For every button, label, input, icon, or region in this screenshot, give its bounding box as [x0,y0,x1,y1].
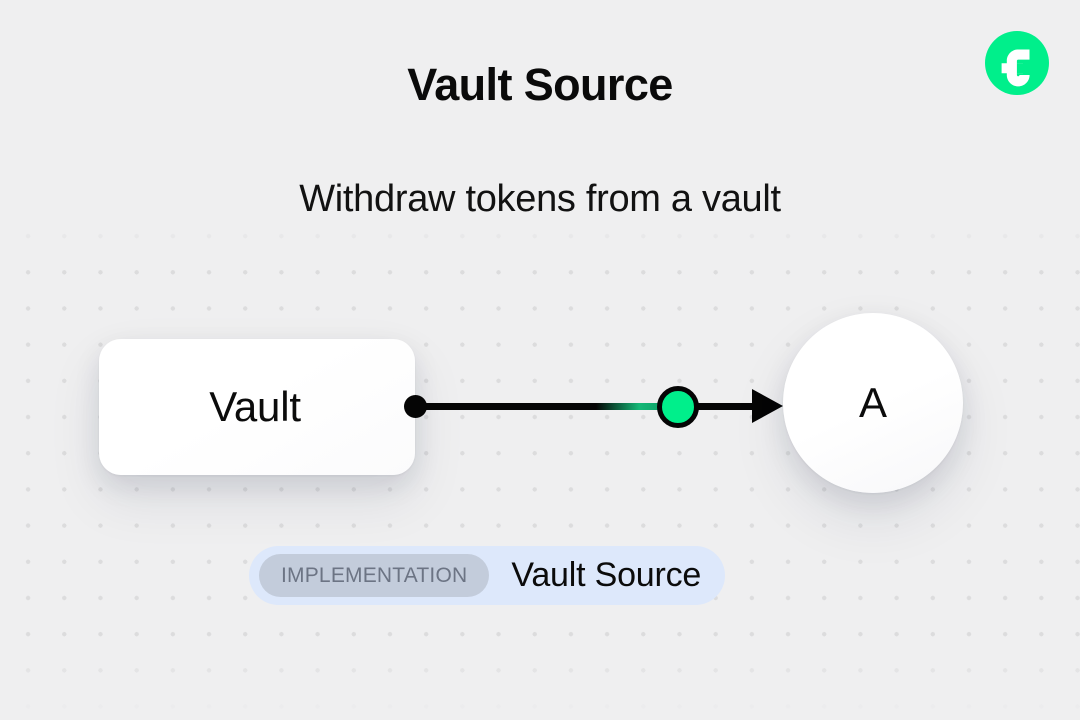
edge-midpoint-dot[interactable] [657,386,699,428]
implementation-tag: IMPLEMENTATION [259,554,490,597]
node-vault[interactable]: Vault [99,339,415,475]
edge-arrowhead-icon [752,389,783,423]
node-vault-label: Vault [209,383,301,430]
flow-logo-icon [985,31,1049,95]
edge-line-highlight [596,403,668,410]
node-a[interactable]: A [783,313,963,493]
page-title: Vault Source [407,59,673,110]
implementation-tag-label: IMPLEMENTATION [281,563,468,587]
page-subtitle: Withdraw tokens from a vault [299,178,781,220]
edge-source-dot[interactable] [404,395,427,418]
edge-line [415,403,760,410]
implementation-badge: IMPLEMENTATION Vault Source [249,546,726,605]
implementation-name: Vault Source [511,556,702,594]
node-a-label: A [858,379,887,426]
